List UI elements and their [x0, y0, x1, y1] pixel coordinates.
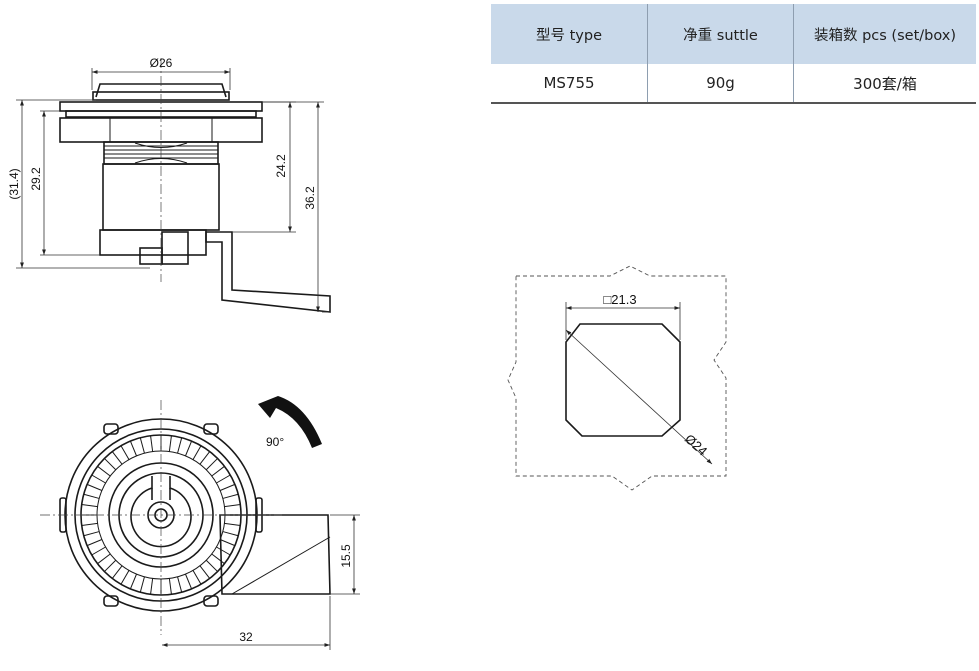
- dim-cam-width: 15.5: [339, 544, 353, 568]
- spec-table: 型号 type 净重 suttle 装箱数 pcs (set/box) MS75…: [491, 4, 976, 104]
- dim-square: □21.3: [603, 292, 636, 307]
- knurling: [81, 435, 241, 595]
- rotation-label: 90°: [266, 435, 284, 449]
- cell-pack-qty: 300套/箱: [793, 64, 976, 104]
- dim-diameter: Ø26: [150, 56, 173, 70]
- cell-weight: 90g: [647, 64, 794, 104]
- front-view: 90° 15.5 32: [40, 396, 360, 650]
- header-weight: 净重 suttle: [647, 4, 794, 64]
- panel-outline: [507, 265, 727, 491]
- spec-table-header-row: 型号 type 净重 suttle 装箱数 pcs (set/box): [491, 4, 976, 64]
- dim-total-height: (31.4): [7, 168, 21, 199]
- cell-model: MS755: [491, 64, 648, 104]
- dim-diagonal: Ø24: [682, 431, 710, 459]
- dim-cam-height: 36.2: [303, 186, 317, 210]
- dim-thread-height: 24.2: [274, 154, 288, 178]
- nut: [139, 247, 163, 265]
- rotation-arrow-icon: [258, 396, 322, 448]
- cam-screw: [161, 231, 189, 265]
- panel-cutout: □21.3 Ø24: [507, 265, 727, 491]
- side-view: Ø26 (31.4) 29.2 24.2 36.2: [7, 56, 331, 313]
- lock-base: [99, 229, 207, 256]
- table-row: MS755 90g 300套/箱: [491, 64, 976, 104]
- dim-cam-length: 32: [239, 630, 253, 644]
- cam-arm: [205, 231, 331, 313]
- header-model: 型号 type: [491, 4, 648, 64]
- dim-body-height: 29.2: [29, 167, 43, 191]
- header-pack-qty: 装箱数 pcs (set/box): [793, 4, 976, 64]
